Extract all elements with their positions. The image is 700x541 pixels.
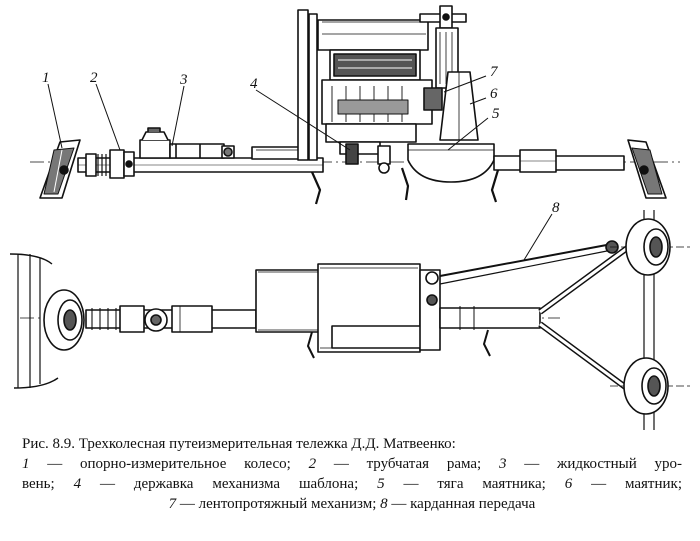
caption-item-text: — жидкостный уро- <box>506 456 682 472</box>
caption-item-text: вень; <box>22 476 74 492</box>
caption-item-text: — державка механизма шаблона; <box>81 476 378 492</box>
caption-item-number: 4 <box>73 476 82 492</box>
body-plan <box>255 263 441 353</box>
label-1: 1 <box>42 70 50 86</box>
caption-item-number: 6 <box>564 476 573 492</box>
plan-view <box>9 210 690 430</box>
label-6: 6 <box>490 86 498 102</box>
caption-line-2: вень; 4 — державка механизма шаблона; 5 … <box>22 474 682 494</box>
caption-line-3: 7 — лентопротяжный механизм; 8 — карданн… <box>22 494 682 514</box>
caption-item-number: 2 <box>308 456 317 472</box>
recorder-housing <box>317 19 433 125</box>
label-8: 8 <box>552 200 560 216</box>
caption-item-text: — опорно-измерительное колесо; <box>29 456 309 472</box>
pendulum <box>439 71 479 141</box>
caption-item-text: — маятник; <box>572 476 682 492</box>
label-7: 7 <box>490 64 499 80</box>
left-measuring-wheel <box>39 139 81 199</box>
right-wheel-side <box>627 139 667 199</box>
caption-line-1: 1 — опорно-измерительное колесо; 2 — тру… <box>22 454 682 474</box>
label-5: 5 <box>492 106 500 122</box>
gauge-mechanism-holder <box>325 123 417 174</box>
left-wheel-plan <box>43 289 85 351</box>
caption-item-text: — трубчатая рама; <box>316 456 499 472</box>
caption-item-text: — карданная передача <box>387 496 536 512</box>
caption-item-number: 5 <box>377 476 385 492</box>
figure-caption: Рис. 8.9. Трехколесная путеизмерительная… <box>22 434 682 514</box>
leader-lines <box>47 75 553 261</box>
side-view <box>30 5 680 205</box>
caption-item-text: — лентопротяжный механизм; <box>176 496 381 512</box>
caption-item-number: 8 <box>380 496 388 512</box>
label-4: 4 <box>250 76 258 92</box>
liquid-level <box>139 127 235 159</box>
caption-item-number: 1 <box>22 456 30 472</box>
pendulum-rod <box>407 143 495 183</box>
caption-item-number: 7 <box>168 496 177 512</box>
right-wheels-plan <box>623 218 671 415</box>
caption-item-text: — тяга маятника; <box>384 476 565 492</box>
tubular-frame-right <box>493 149 625 173</box>
label-3: 3 <box>179 72 188 88</box>
trolley-drawing: 1 2 3 4 5 6 7 8 <box>9 5 690 430</box>
caption-title: Рис. 8.9. Трехколесная путеизмерительная… <box>22 436 456 452</box>
caption-item-number: 3 <box>498 456 507 472</box>
label-2: 2 <box>90 70 98 86</box>
